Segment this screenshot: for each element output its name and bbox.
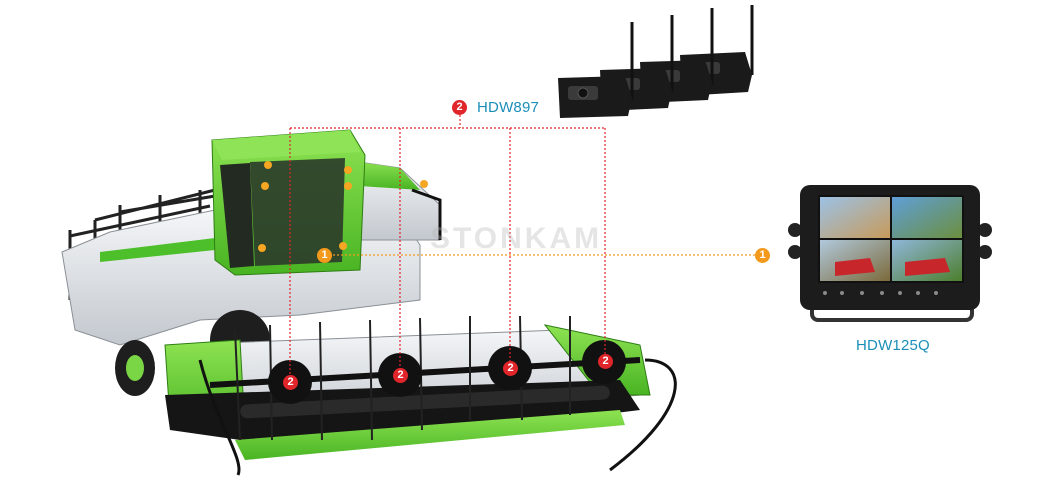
wireless-cameras [558,5,754,118]
divider-right [609,358,677,472]
rear-wheel-hub [126,355,144,381]
auger [240,385,610,419]
quad-monitor [788,185,992,322]
camera-model-marker: 2 [452,100,467,115]
monitor-buttons [823,291,938,295]
camera-1 [558,22,634,118]
watermark: STONKAM [430,222,603,255]
side-mirror [411,188,442,240]
camera-position-marker: 2 [598,354,613,369]
camera-position-marker: 2 [283,375,298,390]
monitor-model-label: HDW125Q [856,337,930,354]
harvester-body-stripe [100,238,215,262]
camera-position-marker: 2 [503,361,518,376]
camera-connection-lines [289,115,606,382]
camera-position-marker: 2 [393,368,408,383]
combine-harvester [61,129,677,476]
monitor-screen-q1 [820,197,890,238]
monitor-screen-q2 [892,197,962,238]
cab-window [250,158,345,266]
cab-door [220,163,254,268]
monitor-model-marker: 1 [755,248,770,263]
header-skirt [235,410,625,460]
warning-lights [258,161,428,252]
camera-model-label: HDW897 [477,99,540,116]
divider-left [198,359,241,476]
cab-roof [212,130,360,160]
monitor-position-marker: 1 [317,248,332,263]
